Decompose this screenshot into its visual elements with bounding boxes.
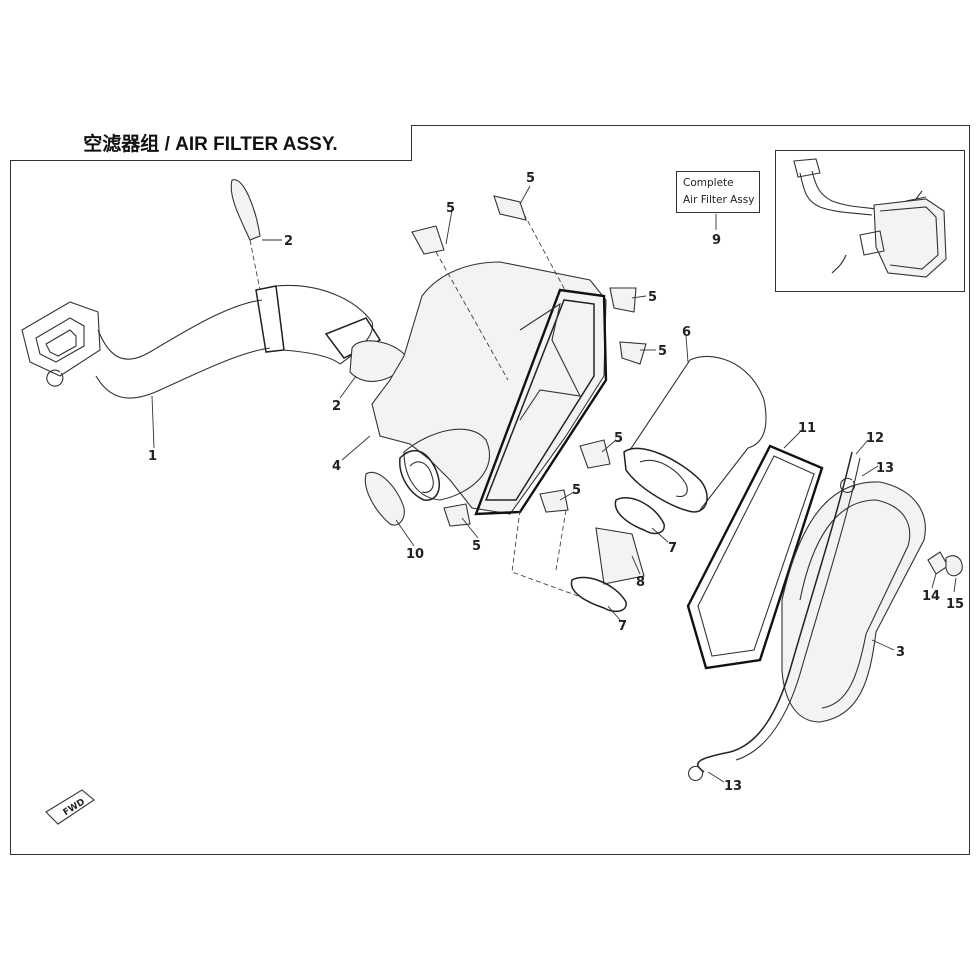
callout-7-upper: 7 — [668, 541, 677, 556]
callout-leaders — [151, 185, 957, 783]
callout-5-a: 5 — [446, 201, 455, 216]
part-14-valve — [927, 551, 949, 575]
callout-5-c: 5 — [648, 290, 657, 305]
callout-14: 14 — [922, 589, 940, 604]
part-15-cap — [945, 555, 963, 577]
part-1-intake-duct — [21, 284, 382, 399]
callout-6: 6 — [682, 325, 691, 340]
callout-9: 9 — [712, 233, 721, 248]
callout-5-d: 5 — [658, 344, 667, 359]
assembly-thumbnail — [793, 158, 947, 278]
diagram-title: 空滤器组 / AIR FILTER ASSY. — [83, 134, 338, 155]
callout-12: 12 — [866, 431, 884, 446]
fwd-arrow-icon: FWD — [45, 789, 95, 825]
callout-15: 15 — [946, 597, 964, 612]
part-12-drain-hose — [697, 451, 861, 773]
part-13-clamp-lower — [688, 765, 704, 781]
part-6-filter-element — [623, 355, 767, 513]
callout-4: 4 — [332, 459, 341, 474]
part-3-cover — [781, 481, 926, 723]
callout-5-g: 5 — [472, 539, 481, 554]
callout-7-lower: 7 — [618, 619, 627, 634]
part-4-airbox-housing — [371, 261, 608, 516]
label-line-1: Complete — [683, 177, 734, 189]
callout-5-e: 5 — [614, 431, 623, 446]
part-13-clamp-upper — [840, 477, 856, 493]
callout-10: 10 — [406, 547, 424, 562]
complete-assembly-inset — [775, 150, 965, 292]
callout-2-upper: 2 — [284, 234, 293, 249]
drawing-frame — [10, 125, 970, 855]
callout-13-upper: 13 — [876, 461, 894, 476]
complete-air-filter-label: Complete Air Filter Assy — [676, 171, 760, 213]
callout-8: 8 — [636, 575, 645, 590]
callout-5-f: 5 — [572, 483, 581, 498]
label-line-2: Air Filter Assy — [683, 194, 755, 206]
callout-13-lower: 13 — [724, 779, 742, 794]
callout-3: 3 — [896, 645, 905, 660]
part-10-seal — [364, 471, 405, 526]
dashed-assembly-lines — [249, 213, 579, 597]
part-5-clips — [411, 195, 647, 527]
part-11-seal-frame — [686, 444, 824, 670]
callout-2-lower: 2 — [332, 399, 341, 414]
callout-1: 1 — [148, 449, 157, 464]
callout-11: 11 — [798, 421, 816, 436]
callout-5-b: 5 — [526, 171, 535, 186]
part-7-8-clamps-coupler — [570, 496, 665, 613]
title-box: 空滤器组 / AIR FILTER ASSY. — [10, 125, 412, 161]
